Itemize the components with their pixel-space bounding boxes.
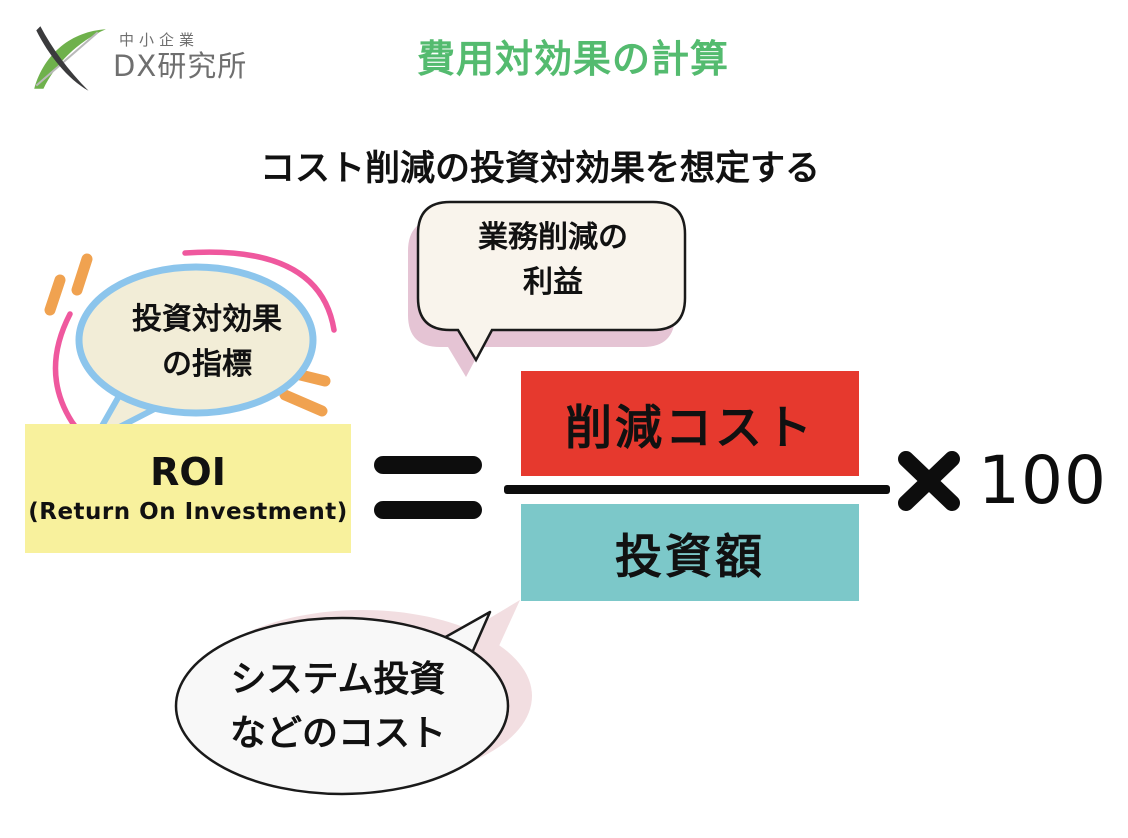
logo-company-name: DX研究所: [113, 49, 248, 83]
multiplier-group: 100: [896, 448, 1107, 514]
denominator-box: 投資額: [521, 504, 859, 601]
fraction-line: [504, 485, 890, 494]
profit-bubble-body: [416, 200, 687, 363]
indicator-bubble-body: [75, 263, 317, 417]
cost-line1: システム投資: [230, 659, 446, 700]
roi-full-label: (Return On Investment): [28, 499, 348, 526]
roi-label: ROI: [150, 449, 226, 494]
logo-thin-line: [35, 31, 99, 87]
page-title: 費用対効果の計算: [416, 37, 729, 81]
logo-green-swoosh: [34, 29, 106, 89]
numerator-box: 削減コスト: [521, 371, 859, 476]
cost-line2: などのコスト: [229, 713, 446, 754]
profit-bubble-label: 業務削減の 利益: [428, 215, 678, 305]
sparkle-icon-top-left: [44, 253, 93, 316]
denominator-label: 投資額: [615, 530, 765, 585]
logo-text: 中小企業 DX研究所: [113, 33, 247, 81]
indicator-bubble-label: 投資対効果 の指標: [72, 297, 342, 387]
roi-box: ROI (Return On Investment): [25, 424, 351, 553]
profit-line1: 業務削減の: [478, 220, 628, 255]
profit-line2: 利益: [523, 265, 583, 300]
pink-accent-arc-top: [182, 249, 337, 333]
multiplier-value: 100: [978, 442, 1107, 519]
logo-dark-swoosh: [36, 26, 89, 91]
profit-bubble-shape: [408, 200, 687, 377]
cost-bubble-body: [174, 616, 510, 796]
dx-lab-logo-icon: [34, 26, 106, 91]
indicator-line2: の指標: [162, 347, 252, 382]
subtitle: コスト削減の投資対効果を想定する: [259, 149, 820, 189]
cost-bubble-label: システム投資 などのコスト: [178, 653, 498, 761]
equals-bar-top: [374, 456, 482, 474]
multiply-icon: [898, 451, 960, 511]
equals-icon: [374, 456, 482, 519]
logo-company-type: 中小企業: [119, 31, 200, 49]
indicator-line1: 投資対効果: [132, 302, 282, 337]
equals-bar-bottom: [374, 501, 482, 519]
indicator-bubble-shape: [44, 249, 337, 453]
numerator-label: 削減コスト: [565, 401, 815, 456]
cost-bubble-shape: [174, 600, 532, 796]
